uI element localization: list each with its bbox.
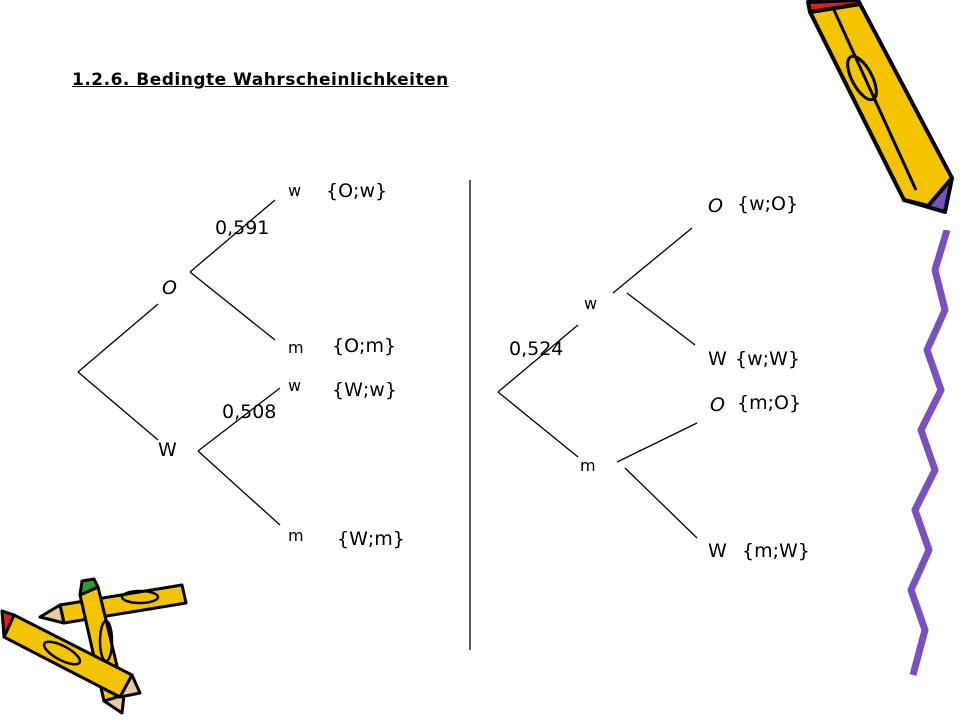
edge-w-W bbox=[627, 293, 695, 345]
wavy-border-decoration bbox=[905, 230, 960, 680]
outcome-O-w: {O;w} bbox=[326, 182, 387, 201]
node-W: W bbox=[158, 441, 177, 460]
edge-root-m bbox=[498, 392, 578, 457]
outcome-w-W: {w;W} bbox=[735, 350, 800, 369]
branch-W-m: m bbox=[288, 528, 304, 544]
node-O: O bbox=[162, 279, 177, 298]
prob-W-w: 0,508 bbox=[222, 403, 276, 422]
branch-m-O: O bbox=[710, 396, 725, 415]
edge-O-m bbox=[190, 272, 275, 340]
branch-O-w: w bbox=[288, 183, 301, 199]
pencil-clipart-top-right bbox=[800, 0, 960, 215]
branch-w-W: W bbox=[708, 350, 727, 369]
prob-w: 0,524 bbox=[509, 340, 563, 359]
branch-O-m: m bbox=[288, 340, 304, 356]
edge-root-W bbox=[78, 372, 158, 440]
outcome-m-W: {m;W} bbox=[742, 542, 810, 561]
edge-m-W bbox=[625, 468, 697, 538]
edge-W-m bbox=[198, 451, 280, 525]
outcome-m-O: {m;O} bbox=[737, 394, 801, 413]
outcome-W-w: {W;w} bbox=[332, 381, 397, 400]
outcome-W-m: {W;m} bbox=[337, 530, 405, 549]
outcome-O-m: {O;m} bbox=[332, 337, 396, 356]
edge-root-O bbox=[78, 304, 158, 372]
prob-O-w: 0,591 bbox=[215, 219, 269, 238]
branch-m-W: W bbox=[708, 542, 727, 561]
branch-W-w: w bbox=[288, 378, 301, 394]
node-w: w bbox=[584, 296, 597, 312]
node-m: m bbox=[580, 458, 596, 474]
branch-w-O: O bbox=[708, 197, 723, 216]
edge-m-O bbox=[617, 423, 697, 462]
outcome-w-O: {w;O} bbox=[737, 195, 798, 214]
pencils-clipart-bottom-left bbox=[0, 575, 200, 715]
edge-w-O bbox=[613, 228, 692, 293]
